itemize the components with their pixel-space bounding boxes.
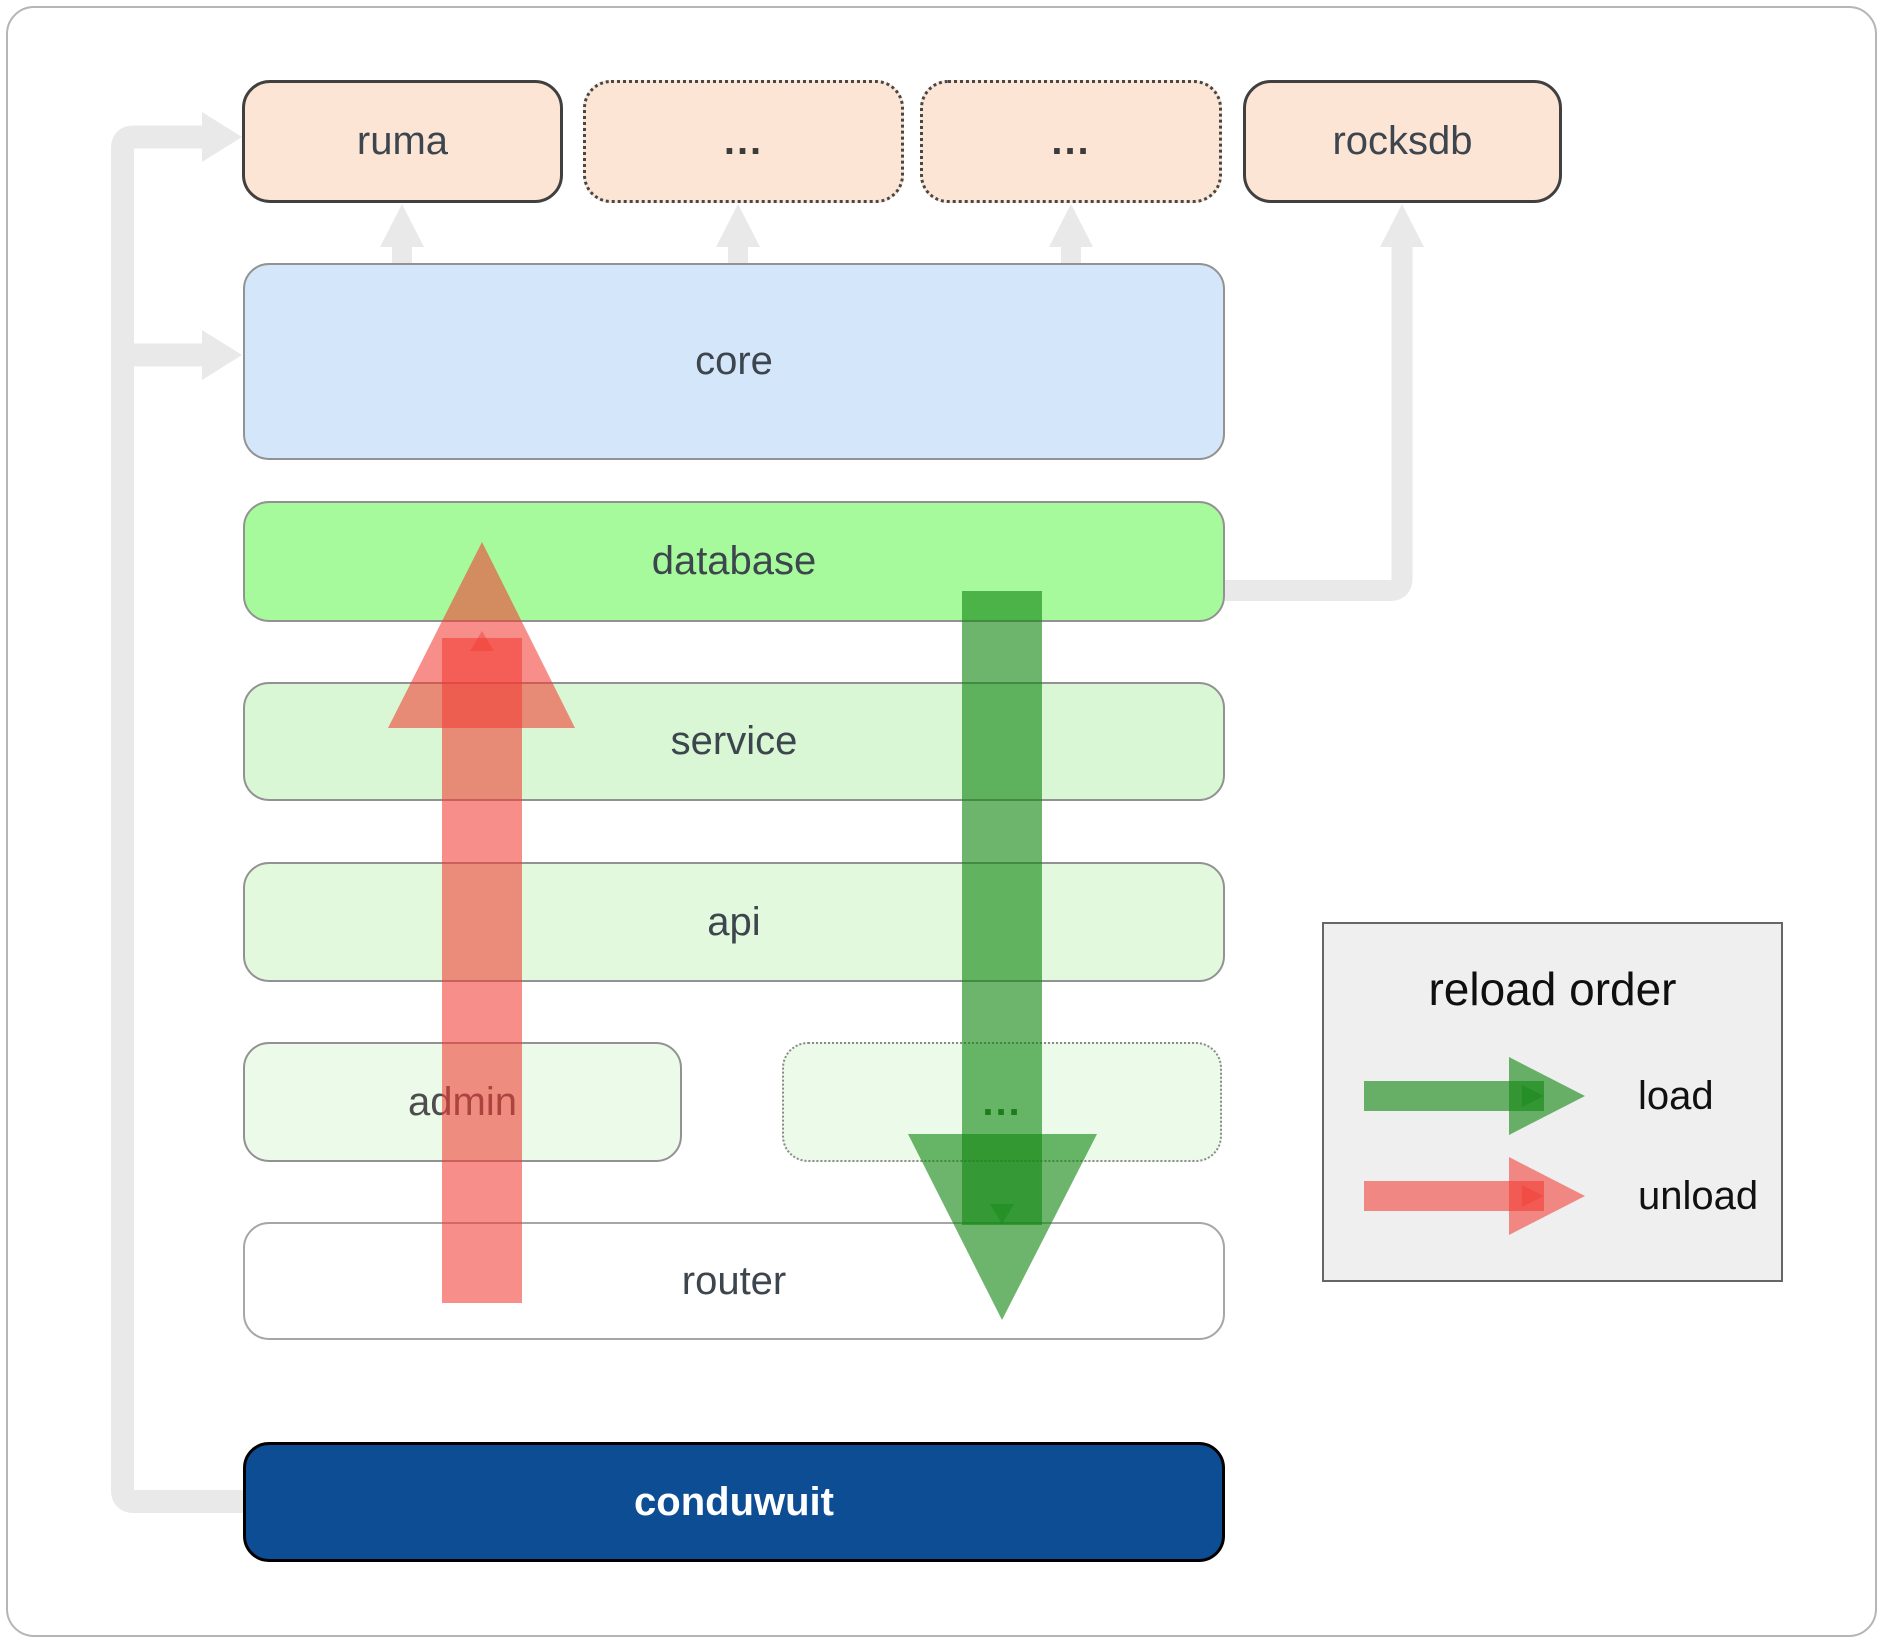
- database-to-rocksdb-connector: [1225, 204, 1424, 601]
- unload-arrowhead-icon: [388, 542, 575, 728]
- node-conduwuit: conduwuit: [243, 1442, 1225, 1562]
- node-ellipsis-1: ...: [583, 80, 904, 203]
- unload-arrow-icon: [1364, 1157, 1585, 1235]
- node-database: database: [243, 501, 1225, 622]
- node-conduwuit-label: conduwuit: [634, 1479, 834, 1524]
- up-arrowhead-icon: [716, 204, 760, 247]
- node-router: router: [243, 1222, 1225, 1340]
- load-arrow-marker-icon: [990, 1204, 1014, 1224]
- node-ellipsis-1-label: ...: [723, 119, 764, 163]
- trunk-line: [111, 125, 243, 1513]
- node-ruma: ruma: [242, 80, 563, 203]
- rocksdb-line: [1225, 244, 1413, 601]
- node-router-label: router: [681, 1258, 787, 1303]
- node-ellipsis-2: ...: [920, 80, 1222, 203]
- node-rocksdb-label: rocksdb: [1332, 119, 1473, 163]
- node-service-label: service: [670, 719, 798, 763]
- arrowhead-to-ruma-icon: [202, 112, 242, 162]
- legend-unload-label: unload: [1638, 1173, 1759, 1218]
- node-ruma-label: ruma: [356, 119, 449, 163]
- conduwuit-trunk-connector: [111, 112, 243, 1513]
- up-arrow-shaft: [1061, 242, 1081, 264]
- node-core-label: core: [695, 339, 773, 383]
- unload-arrow-up: [388, 542, 575, 1303]
- up-arrowhead-icon: [380, 204, 424, 247]
- up-arrow-shaft: [392, 242, 412, 264]
- load-arrowhead-icon: [908, 1134, 1097, 1320]
- node-api-label: api: [707, 899, 761, 944]
- unload-arrow-shaft: [442, 638, 522, 1303]
- load-arrow-down: [908, 591, 1097, 1320]
- arrowhead-to-core-icon: [202, 330, 242, 380]
- up-arrow-shaft: [728, 242, 748, 264]
- legend-item-load: load: [1364, 1056, 1764, 1136]
- load-arrow-icon: [1364, 1057, 1585, 1135]
- node-database-label: database: [651, 539, 817, 583]
- legend-load-label: load: [1638, 1073, 1714, 1118]
- legend: reload order load unload: [1322, 922, 1783, 1282]
- load-arrow-shaft: [962, 591, 1042, 1225]
- node-core: core: [243, 263, 1225, 460]
- legend-item-unload: unload: [1364, 1156, 1764, 1236]
- node-rocksdb: rocksdb: [1243, 80, 1562, 203]
- node-ellipsis-2-label: ...: [1051, 119, 1091, 163]
- arrowhead-to-rocksdb-icon: [1380, 204, 1424, 247]
- legend-title: reload order: [1428, 963, 1677, 1015]
- unload-arrow-marker-icon: [470, 631, 494, 651]
- node-api: api: [243, 862, 1225, 982]
- canvas-border: [6, 6, 1877, 1637]
- core-to-top-arrows: [380, 204, 1093, 264]
- up-arrowhead-icon: [1049, 204, 1093, 247]
